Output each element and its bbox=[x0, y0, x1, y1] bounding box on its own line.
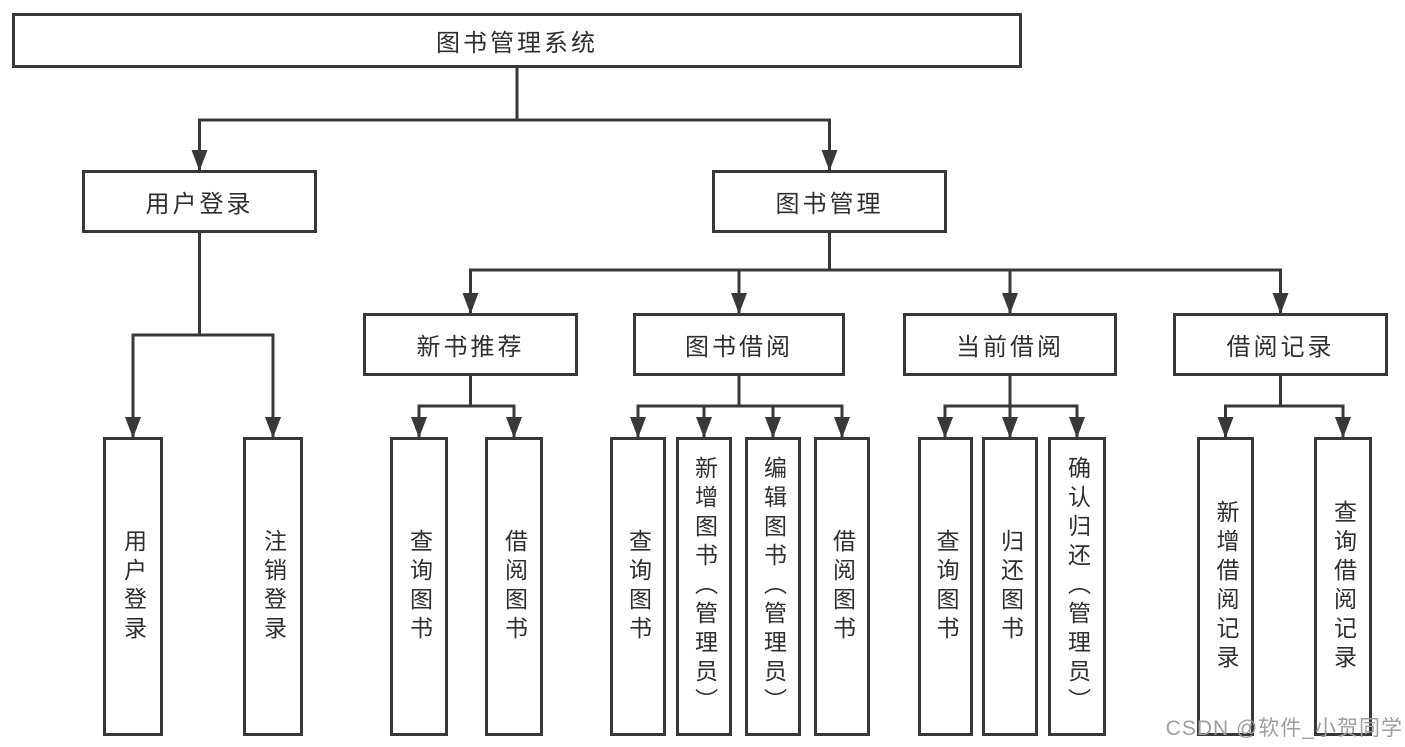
leaf-br-query-record: 查询借阅记录 bbox=[1314, 437, 1372, 736]
leaf-logout-login-label: 注销登录 bbox=[260, 528, 287, 645]
connector-borrow-record-trunk bbox=[1224, 376, 1345, 408]
node-root-library-system: 图书管理系统 bbox=[12, 13, 1022, 68]
leaf-nb-query-book: 查询图书 bbox=[390, 437, 448, 736]
node-borrow-record: 借阅记录 bbox=[1173, 313, 1388, 376]
leaf-nb-query-book-label: 查询图书 bbox=[406, 528, 433, 645]
leaf-bb-borrow-book: 借阅图书 bbox=[814, 437, 870, 736]
leaf-br-query-record-label: 查询借阅记录 bbox=[1330, 499, 1357, 674]
leaf-bb-query-book: 查询图书 bbox=[610, 437, 666, 736]
leaf-bb-borrow-book-label: 借阅图书 bbox=[829, 528, 856, 645]
leaf-bb-add-book-admin-label: 新增图书（管理员） bbox=[691, 456, 718, 717]
leaf-cb-confirm-return-admin-label: 确认归还（管理员） bbox=[1064, 456, 1091, 717]
node-new-book-recommend: 新书推荐 bbox=[363, 313, 578, 376]
node-current-borrow: 当前借阅 bbox=[903, 313, 1117, 376]
leaf-cb-confirm-return-admin: 确认归还（管理员） bbox=[1048, 437, 1106, 736]
leaf-cb-query-book-label: 查询图书 bbox=[933, 528, 959, 645]
node-borrow-record-label: 借阅记录 bbox=[1226, 334, 1335, 361]
leaf-nb-borrow-book: 借阅图书 bbox=[485, 437, 543, 736]
node-user-login: 用户登录 bbox=[82, 170, 317, 233]
connector-book-borrow-trunk bbox=[636, 376, 844, 408]
connector-current-borrow-trunk bbox=[943, 376, 1079, 408]
leaf-cb-query-book: 查询图书 bbox=[918, 437, 973, 736]
node-current-borrow-label: 当前借阅 bbox=[956, 334, 1064, 361]
connector-book-management-trunk bbox=[469, 233, 1282, 272]
node-book-management: 图书管理 bbox=[712, 170, 947, 233]
leaf-nb-borrow-book-label: 借阅图书 bbox=[501, 528, 528, 645]
leaf-cb-return-book: 归还图书 bbox=[982, 437, 1038, 736]
node-book-management-label: 图书管理 bbox=[775, 191, 884, 218]
csdn-watermark: CSDN @软件_小贺同学 bbox=[1165, 717, 1403, 740]
node-root-label: 图书管理系统 bbox=[436, 30, 598, 57]
node-user-login-label: 用户登录 bbox=[145, 191, 254, 218]
connector-user-login-trunk bbox=[131, 233, 275, 337]
connector-new-book-trunk bbox=[417, 376, 516, 408]
node-book-borrow-label: 图书借阅 bbox=[685, 334, 793, 361]
leaf-bb-query-book-label: 查询图书 bbox=[625, 528, 652, 645]
leaf-bb-edit-book-admin: 编辑图书（管理员） bbox=[745, 437, 801, 736]
leaf-bb-add-book-admin: 新增图书（管理员） bbox=[676, 437, 732, 736]
leaf-user-login: 用户登录 bbox=[103, 437, 163, 736]
node-book-borrow: 图书借阅 bbox=[633, 313, 845, 376]
leaf-bb-edit-book-admin-label: 编辑图书（管理员） bbox=[760, 456, 787, 717]
leaf-br-add-record: 新增借阅记录 bbox=[1197, 437, 1254, 736]
leaf-br-add-record-label: 新增借阅记录 bbox=[1213, 499, 1239, 674]
leaf-logout-login: 注销登录 bbox=[243, 437, 303, 736]
connector-root-trunk bbox=[198, 68, 831, 122]
leaf-user-login-label: 用户登录 bbox=[120, 528, 147, 645]
leaf-cb-return-book-label: 归还图书 bbox=[997, 528, 1024, 645]
node-new-book-recommend-label: 新书推荐 bbox=[416, 334, 525, 361]
